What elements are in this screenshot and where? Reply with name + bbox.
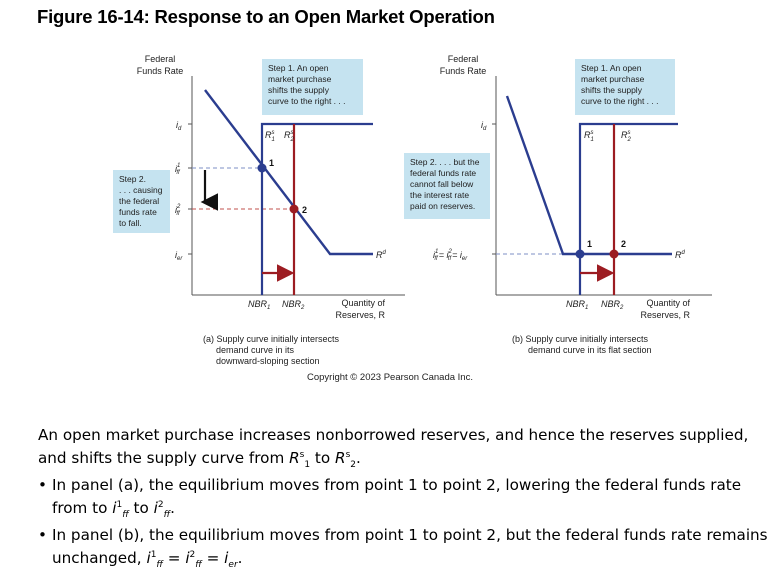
panel-a-caption: (a) Supply curve initially intersects de… bbox=[203, 334, 339, 367]
panel-b-step1-line4: curve to the right . . . bbox=[581, 96, 659, 106]
panel-b-step2-line1: Step 2. . . . but the bbox=[410, 157, 480, 167]
panel-b-label-id: id bbox=[481, 120, 487, 132]
panel-a-caption-line3: downward-sloping section bbox=[216, 356, 320, 366]
panel-b-point-1-label: 1 bbox=[587, 239, 592, 249]
panel-a-caption-line2: demand curve in its bbox=[216, 345, 295, 355]
panel-b-y-title-1: Federal bbox=[448, 54, 479, 64]
intro-paragraph: An open market purchase increases nonbor… bbox=[38, 426, 749, 471]
panel-a-step1-line4: curve to the right . . . bbox=[268, 96, 346, 106]
explanation-bullets: In panel (a), the equilibrium moves from… bbox=[38, 475, 768, 575]
panel-a-step2-callout: Step 2. . . . causing the federal funds … bbox=[113, 170, 170, 233]
panel-a-rd-label: Rd bbox=[376, 250, 387, 260]
panel-b-step2-line4: the interest rate bbox=[410, 190, 470, 200]
panel-b-caption: (b) Supply curve initially intersects de… bbox=[512, 334, 652, 356]
panel-a-step2-line2: . . . causing bbox=[119, 185, 163, 195]
panel-a-supply-rs1 bbox=[260, 122, 373, 295]
bullet-panel-a: In panel (a), the equilibrium moves from… bbox=[38, 475, 768, 525]
panel-b-caption-line1: (b) Supply curve initially intersects bbox=[512, 334, 649, 344]
panel-a-x-title-2: Reserves, R bbox=[335, 310, 385, 320]
explanation-text: An open market purchase increases nonbor… bbox=[38, 425, 768, 575]
panel-a-label-id: id bbox=[176, 120, 182, 132]
panel-a-point-1 bbox=[257, 163, 267, 173]
panel-b-step1-callout: Step 1. An open market purchase shifts t… bbox=[575, 59, 675, 115]
panel-a-point-2 bbox=[289, 204, 299, 214]
panel-a-x-title-1: Quantity of bbox=[341, 298, 385, 308]
panel-a-step1-line2: market purchase bbox=[268, 74, 332, 84]
panel-b-step1-line3: shifts the supply bbox=[581, 85, 642, 95]
copyright-notice: Copyright © 2023 Pearson Canada Inc. bbox=[307, 372, 473, 383]
panel-a-point-2-label: 2 bbox=[302, 205, 307, 215]
panel-a-nbr1-label: NBR1 bbox=[248, 299, 270, 311]
panel-b-step2-line2: federal funds rate bbox=[410, 168, 477, 178]
panel-b-step2-callout: Step 2. . . . but the federal funds rate… bbox=[404, 153, 490, 219]
panel-b-step2-line5: paid on reserves. bbox=[410, 201, 476, 211]
panel-a-label-ier: ier bbox=[175, 250, 183, 262]
bullet-panel-b: In panel (b), the equilibrium moves from… bbox=[38, 525, 768, 575]
panel-a-step2-line1: Step 2. bbox=[119, 174, 146, 184]
panel-b-step1-line1: Step 1. An open bbox=[581, 63, 642, 73]
panel-b-caption-line2: demand curve in its flat section bbox=[528, 345, 652, 355]
panel-a-y-title-1: Federal bbox=[145, 54, 176, 64]
figure-title: Figure 16-14: Response to an Open Market… bbox=[37, 6, 495, 27]
panel-a-step1-line3: shifts the supply bbox=[268, 85, 329, 95]
panel-b-rd-label: Rd bbox=[675, 250, 686, 260]
panel-a-step2-line4: funds rate bbox=[119, 207, 157, 217]
panel-b-nbr1-label: NBR1 bbox=[566, 299, 588, 311]
panel-b-point-1 bbox=[575, 249, 585, 259]
panel-a-step2-line5: to fall. bbox=[119, 218, 142, 228]
panel-b-point-2-label: 2 bbox=[621, 239, 626, 249]
panel-a-y-title-2: Funds Rate bbox=[137, 66, 184, 76]
panel-b-step2-line3: cannot fall below bbox=[410, 179, 474, 189]
panel-a-nbr2-label: NBR2 bbox=[282, 299, 305, 311]
panel-b-supply-rs1 bbox=[578, 122, 678, 295]
panel-a-step1-callout: Step 1. An open market purchase shifts t… bbox=[262, 59, 363, 115]
panel-b-y-title-2: Funds Rate bbox=[440, 66, 487, 76]
panel-b-nbr2-label: NBR2 bbox=[601, 299, 624, 311]
panel-b-demand-rd bbox=[505, 95, 672, 256]
panel-b-x-title-2: Reserves, R bbox=[640, 310, 690, 320]
panel-b-x-title-1: Quantity of bbox=[646, 298, 690, 308]
panel-a-caption-line1: (a) Supply curve initially intersects bbox=[203, 334, 340, 344]
panel-a-step2-line3: the federal bbox=[119, 196, 160, 206]
panel-b-step1-line2: market purchase bbox=[581, 74, 645, 84]
panel-a-step1-line1: Step 1. An open bbox=[268, 63, 329, 73]
panel-a-demand-rd bbox=[204, 89, 373, 256]
panel-b-point-2 bbox=[609, 249, 619, 259]
panel-a-point-1-label: 1 bbox=[269, 158, 274, 168]
